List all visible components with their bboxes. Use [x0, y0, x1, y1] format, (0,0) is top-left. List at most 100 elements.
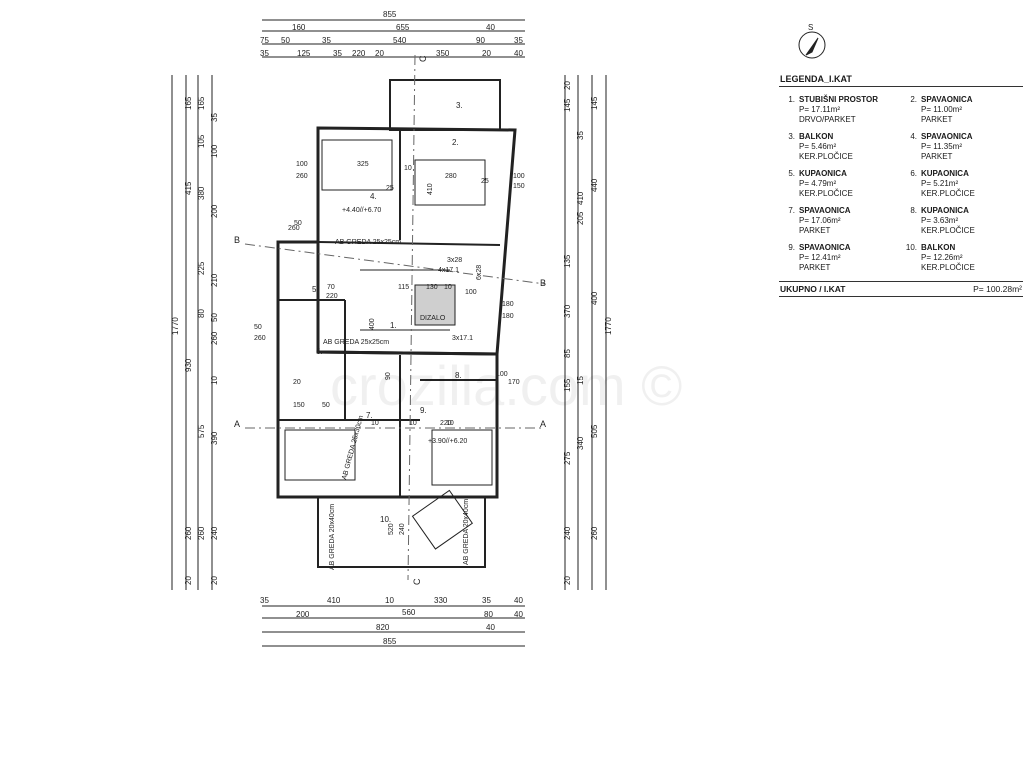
dimension-label: 25: [481, 178, 489, 185]
dimension-label: 170: [508, 379, 520, 386]
elevation-label-lower: +3.90//+6.20: [428, 438, 467, 445]
dimension-label: 260: [590, 526, 599, 540]
dimension-label: 145: [590, 96, 599, 110]
dimension-label: 10: [444, 284, 452, 291]
dimension-label: 225: [197, 261, 206, 275]
dimension-label: 380: [197, 186, 206, 200]
dimension-label: 80: [197, 309, 206, 318]
dimension-label: 390: [210, 431, 219, 445]
dimension-label: 90: [476, 36, 485, 45]
watermark: crozilla.com ©: [330, 354, 682, 417]
room-7: 7.: [366, 411, 373, 420]
stair-label-4: 3x17.1: [452, 335, 473, 342]
dimension-label: 260: [210, 331, 219, 345]
beam-label-4: AB GREDA 20x40cm: [329, 504, 336, 570]
stair-label-1: 3x28: [447, 257, 462, 264]
dimension-label: 410: [576, 191, 585, 205]
dimension-label: 10: [409, 420, 417, 427]
dimension-label: 50: [254, 324, 262, 331]
room-6: 6.: [316, 347, 323, 356]
room-8: 8.: [455, 371, 462, 380]
dimension-label: 400: [369, 318, 376, 330]
dimension-label: 410: [427, 183, 434, 195]
north-arrow-icon: [798, 31, 826, 59]
dimension-label: 25: [386, 185, 394, 192]
dimension-label: 415: [184, 181, 193, 195]
beam-label-1: AB GREDA 25x25cm: [335, 239, 401, 246]
room-10: 10.: [380, 515, 391, 524]
section-markers: A A B B C C: [234, 55, 546, 585]
dims-top: 855 160 655 40 75 50 35 540 90 35 35 125…: [260, 10, 523, 58]
legend-total: UKUPNO / I.KAT P= 100.28m²: [779, 281, 1023, 297]
dimension-label: 200: [296, 610, 310, 619]
dimension-label: 160: [292, 23, 306, 32]
room-labels: 1. 2. 3. 4. 5. 6. 7. 8. 9. 10.: [312, 101, 463, 524]
dimension-label: 130: [426, 284, 438, 291]
dimension-label: 240: [399, 523, 406, 535]
dimension-label: 15: [576, 376, 585, 385]
dimension-label: 10: [446, 420, 454, 427]
dimension-label: 540: [393, 36, 407, 45]
room-9: 9.: [420, 406, 427, 415]
dimension-label: 50: [210, 313, 219, 322]
dimension-label: 80: [484, 610, 493, 619]
dimension-label: 35: [576, 131, 585, 140]
dimension-label: 280: [445, 173, 457, 180]
dimension-label: 35: [260, 49, 269, 58]
dimension-label: 155: [563, 378, 572, 392]
dimension-label: 260: [288, 225, 300, 232]
plan-annotations: +4.40//+6.70 +3.90//+6.20 AB GREDA 25x25…: [254, 161, 525, 570]
dimension-label: 35: [482, 596, 491, 605]
dimension-label: 105: [197, 134, 206, 148]
dimension-label: 325: [357, 161, 369, 168]
dimension-label: 20: [293, 379, 301, 386]
dimension-label: 10: [404, 165, 412, 172]
dimension-label: 180: [502, 301, 514, 308]
dimension-label: 20: [375, 49, 384, 58]
dimension-label: 20: [184, 576, 193, 585]
dimension-label: 575: [197, 424, 206, 438]
dimension-label: 150: [293, 402, 305, 409]
beam-label-5: AB GREDA 20x40cm: [463, 499, 470, 565]
dimension-label: 340: [576, 436, 585, 450]
dimension-label: 260: [184, 526, 193, 540]
section-mark-c-top: C: [418, 55, 428, 62]
dimension-label: 200: [210, 204, 219, 218]
dimension-label: 220: [352, 49, 366, 58]
dimension-label: 855: [383, 637, 397, 646]
dimension-label: 50: [281, 36, 290, 45]
dimension-label: 260: [197, 526, 206, 540]
dimension-label: 100: [210, 144, 219, 158]
dimension-label: 20: [563, 81, 572, 90]
room-2: 2.: [452, 138, 459, 147]
dimension-label: 70: [327, 284, 335, 291]
dimension-label: 1770: [604, 317, 613, 335]
dimension-label: 50: [322, 402, 330, 409]
dimension-label: 100: [496, 371, 508, 378]
dimension-label: 350: [436, 49, 450, 58]
dimension-label: 35: [260, 596, 269, 605]
dims-left: 1770 415 930 260 20 165 105 380 225 80 2…: [171, 96, 219, 585]
dimension-label: 20: [482, 49, 491, 58]
dimension-label: 85: [563, 349, 572, 358]
dimension-label: 145: [563, 98, 572, 112]
dimension-label: 240: [563, 526, 572, 540]
dimension-label: 210: [210, 273, 219, 287]
dimension-label: 520: [388, 523, 395, 535]
dimension-label: 40: [514, 596, 523, 605]
dimension-label: 75: [260, 36, 269, 45]
dimension-label: 260: [254, 335, 266, 342]
dimension-label: 205: [576, 211, 585, 225]
elevation-label-upper: +4.40//+6.70: [342, 207, 381, 214]
section-mark-b-left: B: [234, 235, 240, 245]
north-label: S: [808, 23, 813, 32]
dimension-label: 560: [402, 608, 416, 617]
dimension-label: 50: [294, 220, 302, 227]
